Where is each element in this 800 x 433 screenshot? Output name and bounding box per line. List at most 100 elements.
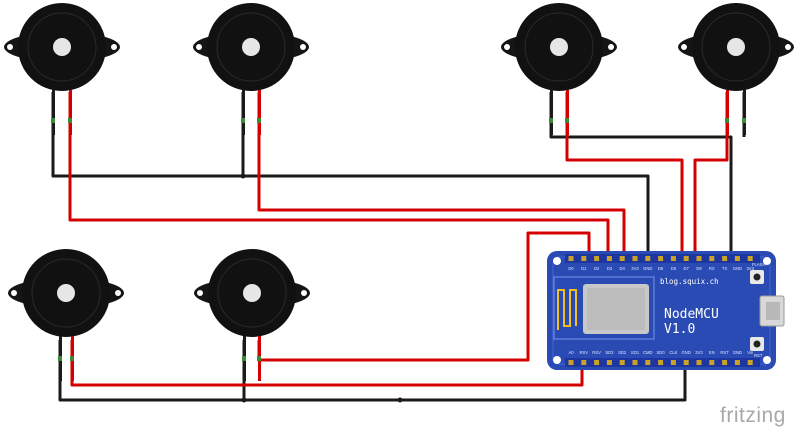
pin-label: GND <box>733 350 742 355</box>
pin-label: TX <box>722 266 728 271</box>
header-pin <box>632 360 638 365</box>
header-pin <box>709 256 715 261</box>
header-pin <box>645 360 651 365</box>
buzzer-mount-hole-left <box>197 290 203 296</box>
signal-wire-5 <box>70 340 584 387</box>
pin-label: D6 <box>671 266 677 271</box>
buzzer-4 <box>678 3 794 135</box>
buzzer-leg-red <box>726 90 729 135</box>
buzzer-1 <box>4 3 120 135</box>
buzzer-ring <box>27 12 97 82</box>
leg-tip <box>257 356 261 361</box>
board-mount-hole <box>553 257 561 265</box>
header-pin <box>645 256 651 261</box>
board-mount-hole <box>763 356 771 364</box>
header-pin <box>747 256 753 261</box>
header-pin <box>670 256 676 261</box>
header-pin <box>696 256 702 261</box>
buzzer-6 <box>194 249 310 381</box>
pin-label: SD1 <box>631 350 640 355</box>
pin-label: SD2 <box>618 350 627 355</box>
buzzer-sound-hole <box>57 284 75 302</box>
buzzer-mount-hole-left <box>7 44 13 50</box>
leg-tip <box>70 356 74 361</box>
buzzer-mount-hole-left <box>11 290 17 296</box>
leg-tips <box>51 118 746 361</box>
buzzer-ring <box>217 258 287 328</box>
buzzer-mount-hole-right <box>115 290 121 296</box>
leg-tip <box>742 118 746 123</box>
board-mount-hole <box>553 356 561 364</box>
leg-tip <box>242 356 246 361</box>
header-pin <box>696 360 702 365</box>
reset-button[interactable] <box>750 337 764 351</box>
pin-label: RX <box>709 266 715 271</box>
header-pin <box>658 256 664 261</box>
buzzer-leg-black <box>743 90 746 135</box>
buzzer-leg-red <box>566 90 569 135</box>
buzzer-2 <box>193 3 309 135</box>
leg-tip <box>257 118 261 123</box>
board-mount-hole <box>763 257 771 265</box>
buzzer-mount-hole-right <box>785 44 791 50</box>
flash-button-label: FLASH <box>752 262 766 267</box>
pin-label: 3V3 <box>695 350 703 355</box>
pin-label: RSV <box>592 350 601 355</box>
buzzer-mount-hole-left <box>504 44 510 50</box>
pin-label: D0 <box>568 266 574 271</box>
header-pin <box>594 256 600 261</box>
flash-button[interactable] <box>750 270 764 284</box>
leg-tip <box>58 356 62 361</box>
buzzer-mount-hole-right <box>301 290 307 296</box>
buzzer-mount-hole-left <box>196 44 202 50</box>
header-pin <box>734 360 740 365</box>
header-pin <box>658 360 664 365</box>
pin-label: Vin <box>747 350 754 355</box>
antenna-trace <box>557 289 577 330</box>
buzzer-sound-hole <box>550 38 568 56</box>
buzzer-5 <box>8 249 124 381</box>
buzzer-leg-black <box>52 90 55 135</box>
board-title: NodeMCU <box>664 307 719 322</box>
fritzing-watermark: fritzing <box>720 404 786 427</box>
junction-dots <box>240 173 403 403</box>
buzzer-sound-hole <box>53 38 71 56</box>
buzzer-ring <box>524 12 594 82</box>
header-pin <box>581 256 587 261</box>
buzzer-mount-hole-right <box>608 44 614 50</box>
signal-wire-1 <box>68 92 610 258</box>
buzzer-mount-hole-right <box>300 44 306 50</box>
junction-dot <box>240 173 246 179</box>
reset-button-cap[interactable] <box>753 340 761 348</box>
pin-label: SD0 <box>657 350 666 355</box>
header-pin <box>632 256 638 261</box>
pin-label: EN <box>709 350 715 355</box>
pin-label: D2 <box>594 266 600 271</box>
leg-tip <box>549 118 553 123</box>
leg-tip <box>68 118 72 123</box>
pin-label: D8 <box>696 266 702 271</box>
header-pin <box>670 360 676 365</box>
junction-dot <box>397 397 403 403</box>
pin-label: CLK <box>669 350 677 355</box>
flash-button-cap[interactable] <box>753 273 761 281</box>
buzzer-leg-red <box>69 90 72 135</box>
leg-tip <box>241 118 245 123</box>
buzzer-sound-hole <box>242 38 260 56</box>
buzzer-mount-hole-right <box>111 44 117 50</box>
pin-label: CMD <box>643 350 653 355</box>
top-pin-row <box>568 256 753 261</box>
pin-label: 3V3 <box>631 266 639 271</box>
buzzer-leg-black <box>550 90 553 135</box>
buzzer-leg-red <box>258 90 261 135</box>
leg-tip <box>51 118 55 123</box>
pin-label: D5 <box>658 266 664 271</box>
buzzer-ring <box>31 258 101 328</box>
header-pin <box>734 256 740 261</box>
header-pin <box>568 360 574 365</box>
pin-label: D3 <box>607 266 613 271</box>
